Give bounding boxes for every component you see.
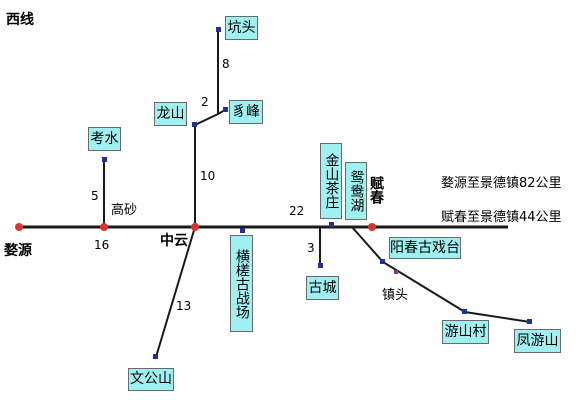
- hengzhang-stop: [240, 228, 245, 233]
- gaosha-town-dot: [100, 223, 108, 231]
- gucheng-stop: [318, 263, 323, 268]
- distance-zhongyun-wengongshan: 13: [176, 299, 192, 313]
- note-fuchun-jingdezhen: 赋春至景德镇44公里: [441, 210, 562, 225]
- fuchun-town-dot: [368, 223, 376, 231]
- distance-zhongyun-fuchun: 22: [289, 204, 305, 218]
- yuanyanghu-box: 鸳鸯湖: [345, 162, 367, 220]
- yangchun-guxitai-box: 阳春古戏台: [389, 237, 461, 259]
- hengzhang-guzhanchang-box: 横槎古战场: [230, 235, 253, 332]
- wengongshan-stop: [153, 354, 158, 359]
- distance-zhongyun-longshan: 10: [200, 169, 216, 183]
- jinshan-chazhuang-box: 金山茶庄: [320, 143, 342, 219]
- yufeng-stop: [223, 107, 228, 112]
- gaosha-label: 高砂: [111, 203, 138, 218]
- yufeng-box: 豸峰: [229, 100, 263, 124]
- fuchun-label: 赋春: [368, 176, 384, 204]
- youshancun-stop: [462, 309, 467, 314]
- distance-gucheng-link: 3: [307, 241, 315, 255]
- zhentou-stop: [394, 270, 398, 274]
- jinshan-stop: [329, 222, 334, 227]
- longshan-branch: [194, 30, 219, 227]
- distance-wuyuan-gaosha: 16: [94, 238, 110, 252]
- youshancun-box: 游山村: [442, 320, 489, 344]
- fengyoushan-stop: [527, 319, 532, 324]
- kengtou-stop: [216, 27, 221, 32]
- distance-longshan-link: 2: [201, 95, 209, 109]
- fengyoushan-box: 凤游山: [514, 329, 561, 353]
- map-title: 西线: [6, 12, 34, 28]
- gucheng-box: 古城: [306, 276, 339, 300]
- longshan-box: 龙山: [154, 102, 187, 126]
- wuyuan-town-dot: [15, 223, 23, 231]
- fengyoushan-branch: [351, 226, 531, 323]
- yangchun-stop: [380, 259, 385, 264]
- wengongshan-box: 文公山: [128, 368, 174, 391]
- distance-kaoshui-gaosha: 5: [91, 189, 99, 203]
- zhongyun-label: 中云: [160, 233, 188, 249]
- wengongshan-branch: [155, 226, 196, 358]
- kaoshui-stop: [102, 157, 107, 162]
- distance-kengtou-longshan: 8: [222, 57, 230, 71]
- kengtou-box: 坑头: [225, 16, 258, 40]
- zhentou-label: 镇头: [382, 288, 409, 303]
- zhongyun-town-dot: [191, 223, 199, 231]
- kaoshui-box: 考水: [88, 127, 121, 151]
- wuyuan-label: 婺源: [4, 243, 32, 259]
- note-wuyuan-jingdezhen: 婺源至景德镇82公里: [441, 176, 562, 191]
- longshan-stop: [192, 122, 197, 127]
